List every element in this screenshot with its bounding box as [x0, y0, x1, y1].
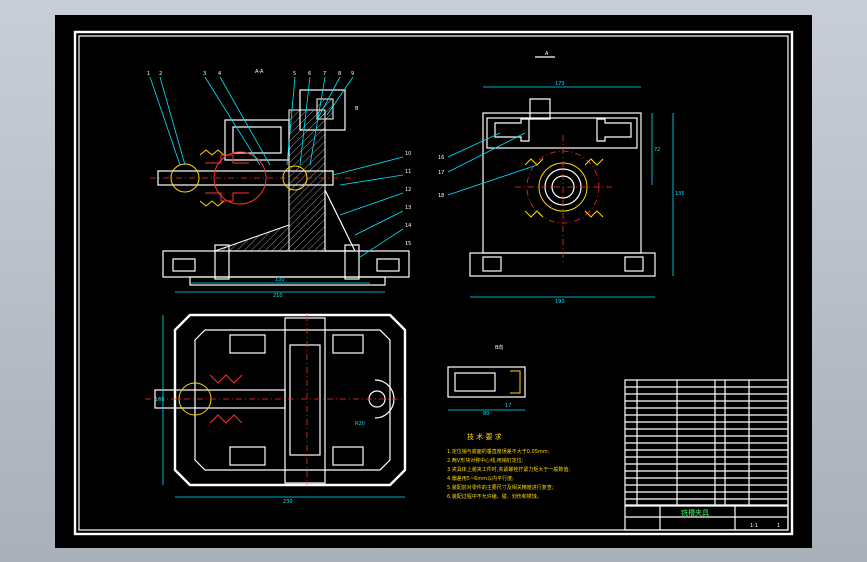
svg-text:165: 165	[155, 397, 165, 403]
svg-text:B向: B向	[495, 344, 503, 351]
svg-text:12: 12	[405, 187, 411, 193]
svg-text:1: 1	[147, 71, 150, 77]
inner-border	[78, 35, 789, 531]
part-callouts-left: 1 2 3 4 5 6 7 8 9 10 11 12 13 14 15	[147, 71, 411, 247]
svg-text:3.夹具体上装夹工件时,夹紧螺栓拧紧力矩大于一般数值;: 3.夹具体上装夹工件时,夹紧螺栓拧紧力矩大于一般数值;	[447, 466, 570, 473]
front-view: A 173 190 135 72	[438, 51, 685, 305]
outer-border	[73, 30, 794, 536]
svg-text:1.定位销与底面的垂直度误差不大于0.05mm;: 1.定位销与底面的垂直度误差不大于0.05mm;	[447, 448, 550, 455]
svg-text:130: 130	[275, 277, 285, 283]
svg-text:R20: R20	[355, 421, 365, 427]
svg-text:1:1: 1:1	[750, 523, 758, 529]
svg-text:18: 18	[438, 193, 444, 199]
parts-list: 铣槽夹具 1:1 1	[624, 379, 789, 531]
plan-view: 230 165 R20	[145, 313, 407, 505]
svg-text:173: 173	[555, 81, 565, 87]
detail-view-b: B向 80 17	[447, 344, 526, 417]
svg-text:4.偏差用5~6mm以内平行度;: 4.偏差用5~6mm以内平行度;	[447, 475, 514, 482]
base-plate	[162, 250, 410, 278]
svg-text:8: 8	[338, 71, 341, 77]
section-label: A-A	[255, 69, 264, 75]
svg-text:2: 2	[159, 71, 162, 77]
svg-text:A: A	[545, 51, 549, 57]
title-name: 铣槽夹具	[681, 508, 709, 517]
svg-text:10: 10	[405, 151, 411, 157]
svg-text:15: 15	[405, 241, 411, 247]
svg-text:13: 13	[405, 205, 411, 211]
svg-text:1: 1	[777, 523, 780, 529]
svg-text:7: 7	[323, 71, 326, 77]
svg-text:16: 16	[438, 155, 444, 161]
svg-text:230: 230	[283, 499, 293, 505]
cad-viewport[interactable]: A-A	[55, 15, 812, 548]
svg-text:80: 80	[483, 411, 489, 417]
svg-text:4: 4	[218, 71, 221, 77]
svg-text:11: 11	[405, 169, 411, 175]
svg-text:技 术 要 求: 技 术 要 求	[467, 432, 502, 441]
svg-text:B: B	[355, 106, 359, 112]
svg-text:9: 9	[351, 71, 354, 77]
svg-text:3: 3	[203, 71, 206, 77]
technical-requirements: 技 术 要 求 1.定位销与底面的垂直度误差不大于0.05mm; 2.两V形块对…	[447, 432, 570, 500]
svg-text:210: 210	[273, 293, 283, 299]
svg-text:5.装配前对零件的主要尺寸及相关精度进行复查;: 5.装配前对零件的主要尺寸及相关精度进行复查;	[447, 484, 554, 491]
svg-text:14: 14	[405, 223, 411, 229]
svg-text:5: 5	[293, 71, 296, 77]
base-frame	[469, 252, 656, 277]
svg-text:17: 17	[505, 403, 511, 409]
svg-text:72: 72	[654, 147, 660, 153]
svg-text:190: 190	[555, 299, 565, 305]
cad-drawing: A-A	[73, 30, 794, 536]
svg-text:2.两V形块对称中心线,用销钉定位;: 2.两V形块对称中心线,用销钉定位;	[447, 457, 524, 464]
svg-text:17: 17	[438, 170, 444, 176]
svg-text:6: 6	[308, 71, 311, 77]
svg-text:135: 135	[675, 191, 685, 197]
svg-text:6.装配过程中不允许磕、碰、划伤和锈蚀。: 6.装配过程中不允许磕、碰、划伤和锈蚀。	[447, 493, 542, 500]
section-view-a-a: A-A	[147, 69, 411, 299]
